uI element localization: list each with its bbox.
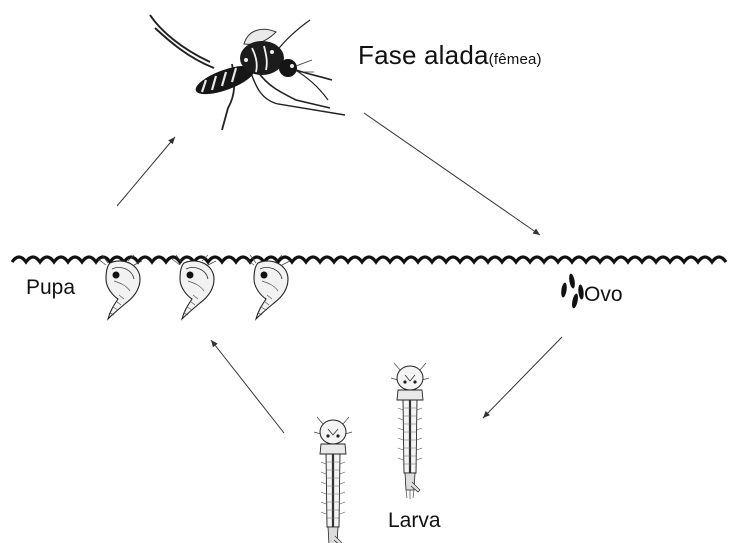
adult-stage-title: Fase alada: [358, 40, 489, 70]
arrow-pupa-to-adult: [117, 137, 175, 206]
pupa-stage-label: Pupa: [26, 276, 75, 300]
adult-stage-subtitle: (fêmea): [489, 51, 542, 68]
egg-icon: [560, 273, 584, 309]
arrow-egg-to-larva: [483, 337, 562, 418]
arrow-adult-to-egg: [364, 113, 540, 235]
egg-stage-label: Ovo: [584, 283, 623, 307]
arrow-larva-to-pupa: [211, 340, 284, 433]
pupa-icon: [98, 255, 142, 319]
pupa-icon: [246, 255, 290, 319]
larva-stage-label: Larva: [388, 509, 441, 533]
mosquito-icon: [150, 15, 345, 130]
adult-stage-label: Fase alada(fêmea): [358, 40, 542, 71]
pupa-icon: [172, 255, 216, 319]
larva-icon: [391, 363, 429, 499]
larva-icon: [314, 417, 352, 543]
